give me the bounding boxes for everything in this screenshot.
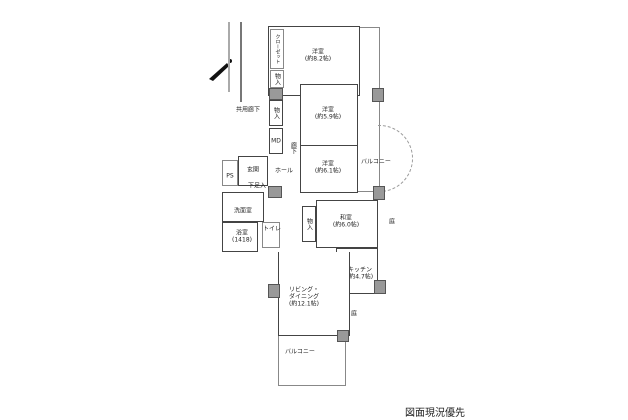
shoe-storage-label: 下足入 <box>247 182 267 190</box>
hallway-label: 廊下 <box>289 142 297 154</box>
corridor-wall <box>228 22 230 92</box>
storage-3-label: 物入 <box>305 218 313 230</box>
western-room-3-label: 洋室 <box>321 160 335 168</box>
pillar <box>269 88 283 100</box>
meter-box <box>269 128 283 154</box>
storage-3 <box>302 206 316 242</box>
bathroom <box>222 222 258 252</box>
side-balcony-label: バルコニー <box>361 158 391 166</box>
kitchen-label: キッチン <box>347 266 373 274</box>
toilet <box>262 222 280 248</box>
bathroom-size: (1418) <box>232 236 252 244</box>
western-room-2-size: (約5.9帖) <box>314 113 342 121</box>
japanese-room-label: 和室 <box>339 214 353 222</box>
pillar <box>268 284 280 298</box>
ps-label: PS <box>226 172 234 180</box>
storage-1 <box>270 70 284 88</box>
entrance <box>238 156 268 186</box>
closet-label: クローゼット <box>274 34 281 64</box>
hall-label: ホール <box>274 167 294 175</box>
bottom-balcony <box>278 336 346 386</box>
compass-north-arrow-icon <box>209 59 232 81</box>
entrance-label: 玄関 <box>246 166 260 174</box>
pillar <box>268 186 282 198</box>
living-size: (約12.1帖) <box>288 300 320 308</box>
pillar <box>374 280 386 294</box>
washroom-label: 洗面室 <box>233 207 253 215</box>
side-balcony <box>358 27 380 192</box>
caption: 図面現況優先 <box>405 408 465 419</box>
western-room-2 <box>300 84 358 146</box>
japanese-room-size: (約6.0帖) <box>332 221 360 229</box>
pillar <box>373 186 385 200</box>
western-room-3-size: (約6.1帖) <box>314 167 342 175</box>
ps <box>222 160 238 186</box>
living-label: リビング・ <box>288 286 320 294</box>
storage-2-label: 物入 <box>272 107 280 119</box>
western-room-1-label: 洋室 <box>311 48 325 56</box>
garden-1-label: 庭 <box>388 218 396 226</box>
bathroom-label: 浴室 <box>235 229 249 237</box>
md-label: MD <box>271 137 281 145</box>
storage-2 <box>269 100 283 126</box>
closet <box>270 29 284 69</box>
garden-2-label: 庭 <box>350 310 358 318</box>
western-room-1-size: (約8.2帖) <box>304 55 332 63</box>
western-room-3 <box>300 145 358 193</box>
pillar <box>372 88 384 102</box>
living-dining <box>278 252 350 336</box>
western-room-2-label: 洋室 <box>321 106 335 114</box>
pillar <box>337 330 349 342</box>
kitchen-size: (約4.7帖) <box>346 273 374 281</box>
japanese-room <box>316 200 378 248</box>
washroom <box>222 192 264 222</box>
bottom-balcony-label: バルコニー <box>285 348 315 356</box>
toilet-label: トイレ <box>262 225 282 233</box>
common-corridor-label: 共用廊下 <box>235 106 261 114</box>
dining-label: ダイニング <box>288 293 320 301</box>
corridor-wall <box>240 22 242 102</box>
storage-1-label: 物入 <box>273 73 281 85</box>
